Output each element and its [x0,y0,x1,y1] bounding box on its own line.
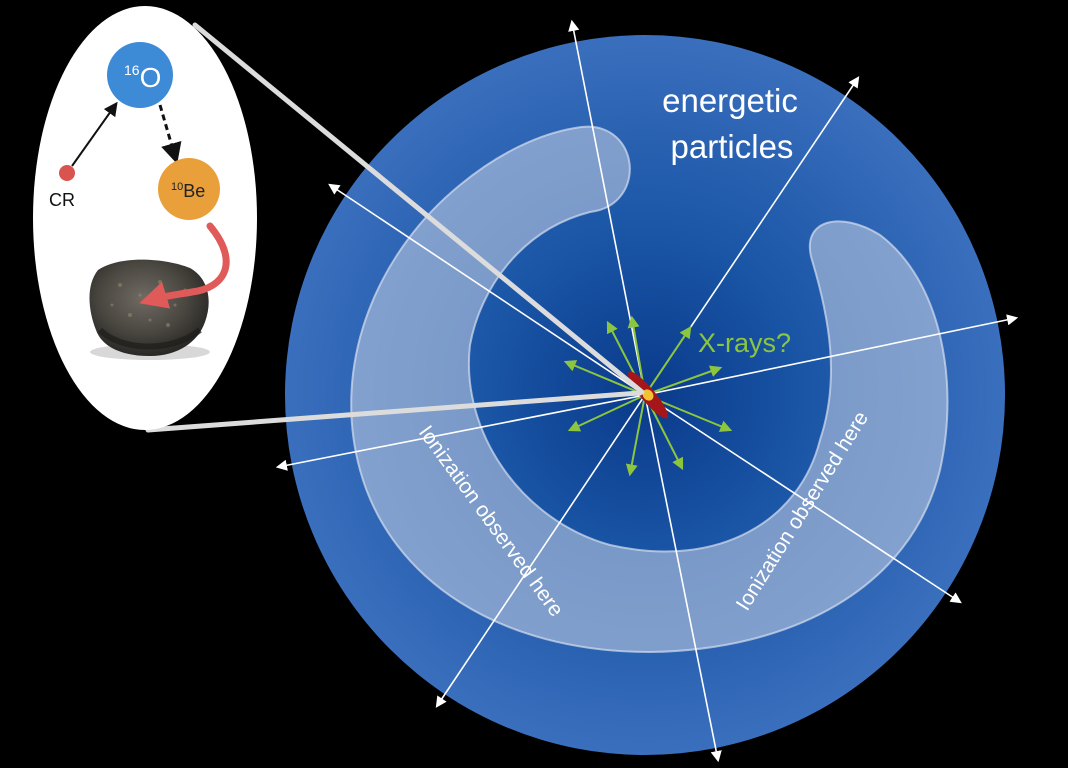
particle-arrow [275,394,646,471]
particle-arrow [568,19,646,396]
particle-arrow [328,183,646,396]
protostar-disk-icon [627,371,669,419]
energetic-label: energetic [662,82,798,119]
oxygen-mass-number: 16 [124,62,140,78]
oxygen-symbol: O [140,62,162,93]
beryllium-10-nucleus [158,158,220,220]
particle-arrow [644,394,722,763]
xray-arrows [563,315,733,477]
beryllium-symbol: Be [183,181,205,201]
svg-text:16O: 16O [124,62,161,93]
cosmic-ray-arrow [71,101,118,167]
zoom-lines [145,22,645,433]
particle-arrow [644,394,962,604]
cosmic-ray-particle [59,165,75,181]
xrays-label: X-rays? [698,328,791,358]
energetic-particle-arrows [275,19,1019,763]
oxygen-16-nucleus [107,42,173,108]
ionization-region [350,125,949,654]
cosmic-ray-label: CR [49,190,75,210]
incorporation-arrow [139,222,230,309]
particle-arrow [435,394,646,708]
particle-arrow [644,314,1019,396]
meteorite-inset: 16O CR 10Be [33,6,257,430]
svg-text:10Be: 10Be [171,181,205,201]
particles-label: particles [671,128,794,165]
beryllium-mass-number: 10 [171,181,183,193]
